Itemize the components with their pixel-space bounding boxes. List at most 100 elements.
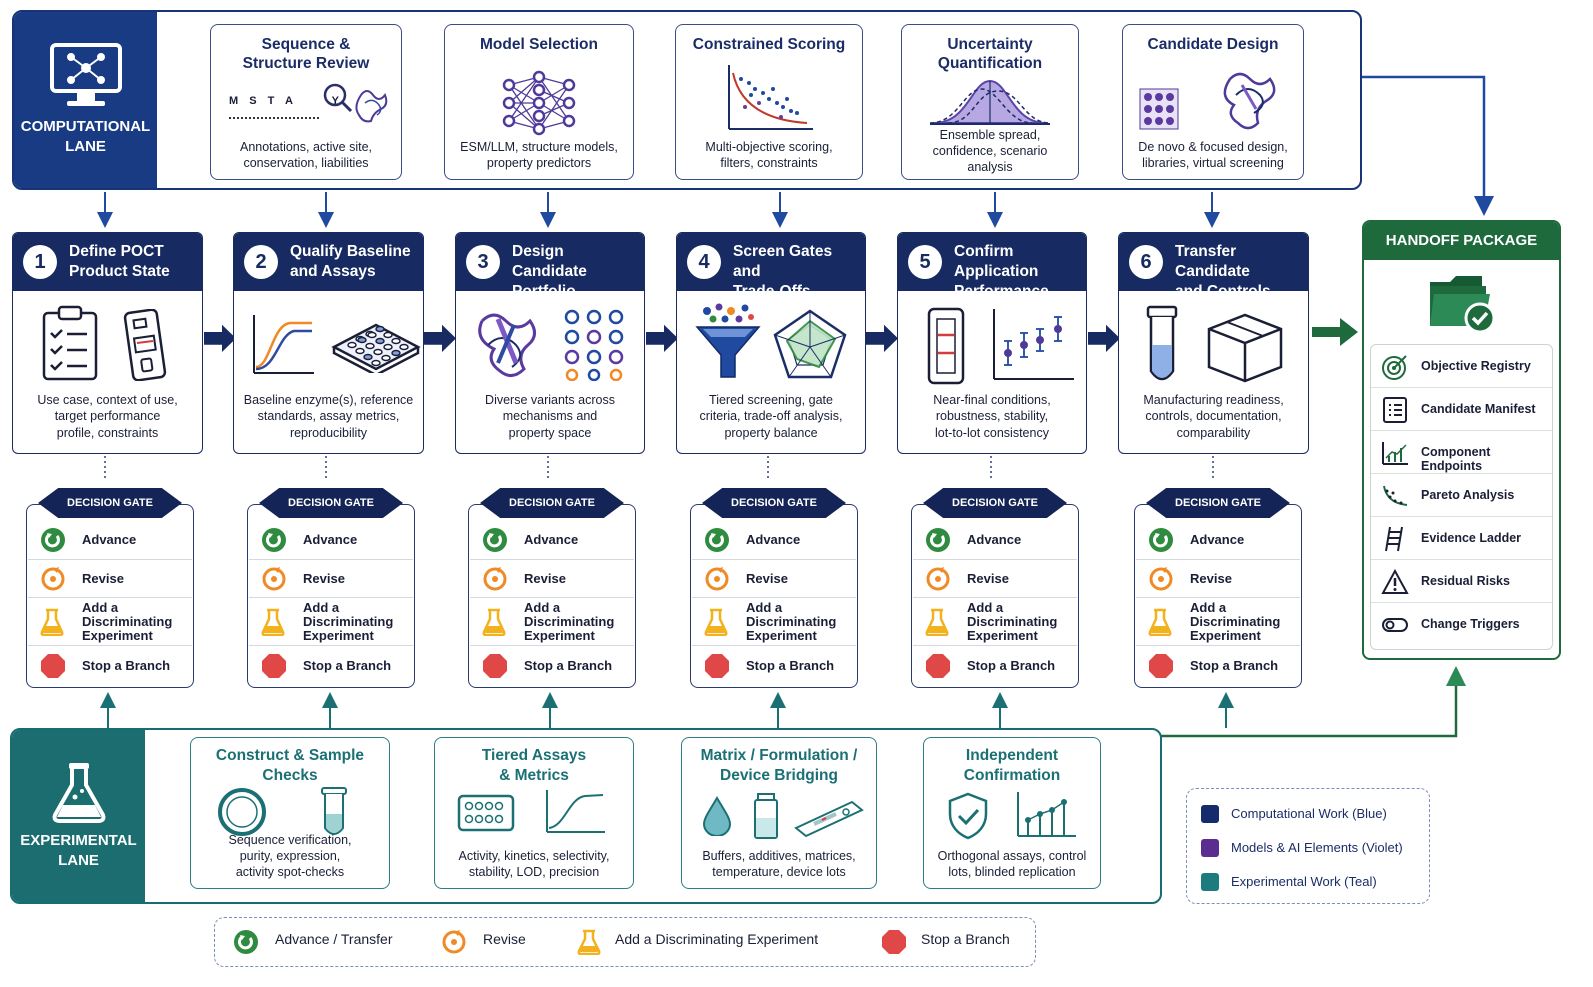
step-number: 5: [908, 245, 942, 279]
step-number: 4: [687, 245, 721, 279]
decision-legend: Advance / Transfer Revise Add a Discrimi…: [214, 917, 1036, 967]
protein-ribbon-icon: [478, 313, 536, 377]
well-plate-icon: [331, 323, 421, 373]
stop-icon: [882, 930, 906, 954]
bar-chart-icon: [1382, 442, 1408, 465]
gate-option-label: Stop a Branch: [82, 657, 171, 673]
decision-gate-badge: DECISION GATE: [259, 488, 403, 518]
lane-label-line1: COMPUTATIONAL: [20, 118, 151, 135]
handoff-item-label: Residual Risks: [1421, 574, 1510, 588]
handoff-item-label: Pareto Analysis: [1421, 488, 1515, 502]
card-model-selection: Model Selection ESM/LLM, structure model…: [444, 24, 634, 180]
experimental-lane-label: EXPERIMENTAL LANE: [12, 730, 145, 902]
legend-swatch: [1201, 873, 1219, 891]
pareto-curve-icon: [1383, 485, 1408, 506]
gate-option-label: Revise: [1190, 570, 1232, 586]
card-description: Buffers, additives, matrices,temperature…: [702, 849, 856, 879]
shipping-box-icon: [1207, 313, 1283, 383]
gate-option-label: Revise: [746, 570, 788, 586]
legend-revise-label: Revise: [483, 931, 526, 947]
card-description: Sequence verification,purity, expression…: [228, 833, 352, 879]
handoff-item-label: Change Triggers: [1421, 617, 1520, 631]
variant-grid-icon: [564, 309, 624, 381]
gate-option-stop: Stop a Branch: [249, 645, 413, 685]
legend-swatch: [1201, 839, 1219, 857]
gate-option-label: Stop a Branch: [746, 657, 835, 673]
card-title: Constrained Scoring: [692, 36, 846, 53]
gate-option-revise: Revise: [913, 559, 1077, 597]
funnel-icon: [695, 303, 761, 378]
pareto-scatter-icon: [728, 65, 813, 130]
decision-gate-badge: DECISION GATE: [1146, 488, 1290, 518]
stop-icon: [1149, 653, 1173, 678]
droplet-icon: [702, 796, 732, 836]
flask-icon: [52, 763, 105, 823]
card-title: Sequence &Structure Review: [242, 36, 370, 72]
magnifier-protein-icon: [323, 83, 388, 123]
lateral-flow-strip-icon: [927, 307, 965, 385]
advance-icon: [41, 528, 65, 552]
assay-curves-icon: [253, 315, 314, 374]
advance-icon: [926, 528, 950, 552]
gate-option-advance: Advance: [692, 521, 856, 559]
flask-experiment-icon: [1148, 608, 1172, 636]
handoff-item-candidate-manifest: Candidate Manifest: [1371, 388, 1552, 431]
gate-option-advance: Advance: [913, 521, 1077, 559]
stop-icon: [262, 653, 286, 678]
card-title: Matrix / Formulation /Device Bridging: [700, 747, 858, 784]
legend-swatch: [1201, 805, 1219, 823]
revise-icon: [262, 566, 286, 590]
gate-option-stop: Stop a Branch: [913, 645, 1077, 685]
color-legend: Computational Work (Blue) Models & AI El…: [1186, 788, 1430, 904]
lane-label-line2: LANE: [65, 138, 106, 155]
advance-icon: [705, 528, 729, 552]
step-description: Near-final conditions,robustness, stabil…: [933, 392, 1051, 440]
sample-tube-icon: [1146, 305, 1178, 381]
step-description: Manufacturing readiness,controls, docume…: [1143, 392, 1284, 440]
gate-option-stop: Stop a Branch: [1136, 645, 1300, 685]
radar-chart-icon: [773, 309, 847, 379]
handoff-item-evidence-ladder: Evidence Ladder: [1371, 517, 1552, 560]
step-number: 3: [466, 245, 500, 279]
flask-experiment-icon: [925, 608, 949, 636]
gate-option-label: Stop a Branch: [967, 657, 1056, 673]
revise-icon: [483, 566, 507, 590]
handoff-item-change-triggers: Change Triggers: [1371, 603, 1552, 646]
dotted-line: [229, 117, 319, 119]
card-title: Candidate Design: [1147, 36, 1279, 53]
gate-option-advance: Advance: [249, 521, 413, 559]
gate-option-advance: Advance: [28, 521, 192, 559]
sample-tube-icon: [321, 787, 347, 835]
gate-option-revise: Revise: [249, 559, 413, 597]
legend-label: Experimental Work (Teal): [1231, 874, 1377, 889]
gate-option-revise: Revise: [28, 559, 192, 597]
gate-option-advance: Advance: [1136, 521, 1300, 559]
clipboard-checklist-icon: [42, 305, 98, 381]
card-constrained-scoring: Constrained Scoring Multi-objective scor…: [675, 24, 863, 180]
card-candidate-design: Candidate Design De novo & focused desig…: [1122, 24, 1304, 180]
